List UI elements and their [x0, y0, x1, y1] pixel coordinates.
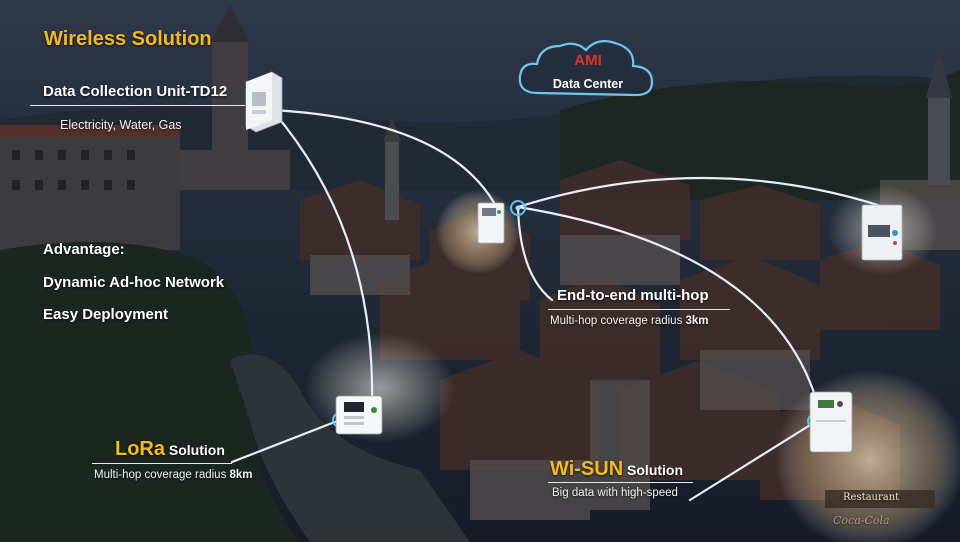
- restaurant-sign: Restaurant: [843, 492, 900, 503]
- dcu-title: Data Collection Unit-TD12: [43, 83, 228, 100]
- multihop-caption-text: Multi-hop coverage radius: [550, 315, 686, 327]
- link-dcu-to-lora-meter: [270, 108, 374, 404]
- cloud-icon: [518, 39, 654, 97]
- coca-cola-sign: Coca-Cola: [833, 514, 890, 527]
- right-meter-icon: [861, 204, 903, 261]
- lora-solution-label: LoRa Solution: [115, 438, 225, 461]
- lora-suffix: Solution: [165, 442, 225, 458]
- link-hub-to-wisun-meter: [516, 205, 822, 415]
- advantage-heading: Advantage:: [43, 241, 125, 258]
- dcu-title-underline: [30, 105, 245, 106]
- lora-caption-text: Multi-hop coverage radius: [94, 469, 230, 481]
- multihop-caption: Multi-hop coverage radius 3km: [550, 315, 709, 327]
- wisun-suffix: Solution: [623, 462, 684, 478]
- wireless-solution-heading: Wireless Solution: [44, 28, 212, 50]
- advantage-item-ad-hoc: Dynamic Ad-hoc Network: [43, 274, 225, 291]
- dcu-device-icon: [245, 71, 283, 133]
- lora-meter-icon: [335, 395, 383, 435]
- advantage-item-deployment: Easy Deployment: [43, 306, 169, 323]
- lora-brand: LoRa: [115, 438, 165, 460]
- wisun-solution-label: Wi-SUN Solution: [550, 458, 683, 481]
- cloud-data-center-label: Data Center: [552, 77, 624, 91]
- lora-underline: [92, 463, 232, 464]
- multihop-underline: [548, 309, 730, 310]
- lora-radius-value: 8km: [229, 469, 253, 481]
- dcu-subtitle: Electricity, Water, Gas: [60, 118, 182, 132]
- link-dcu-to-hub: [270, 108, 499, 210]
- multihop-title: End-to-end multi-hop: [557, 287, 709, 304]
- wisun-caption: Big data with high-speed: [552, 487, 678, 499]
- hub-meter-icon: [477, 202, 505, 244]
- hub-node-ring: [510, 200, 526, 216]
- lora-caption: Multi-hop coverage radius 8km: [94, 469, 253, 481]
- wisun-brand: Wi-SUN: [550, 458, 624, 480]
- link-hub-to-right-meter: [516, 176, 880, 209]
- wisun-underline: [548, 482, 693, 483]
- link-wisun-meter-to-caption: [688, 420, 817, 502]
- multihop-radius-value: 3km: [685, 315, 709, 327]
- wisun-meter-icon: [809, 391, 853, 453]
- link-lora-meter-to-caption: [230, 418, 342, 464]
- cloud-ami-label: AMI: [574, 52, 602, 69]
- link-hub-to-multihop-label: [516, 205, 554, 302]
